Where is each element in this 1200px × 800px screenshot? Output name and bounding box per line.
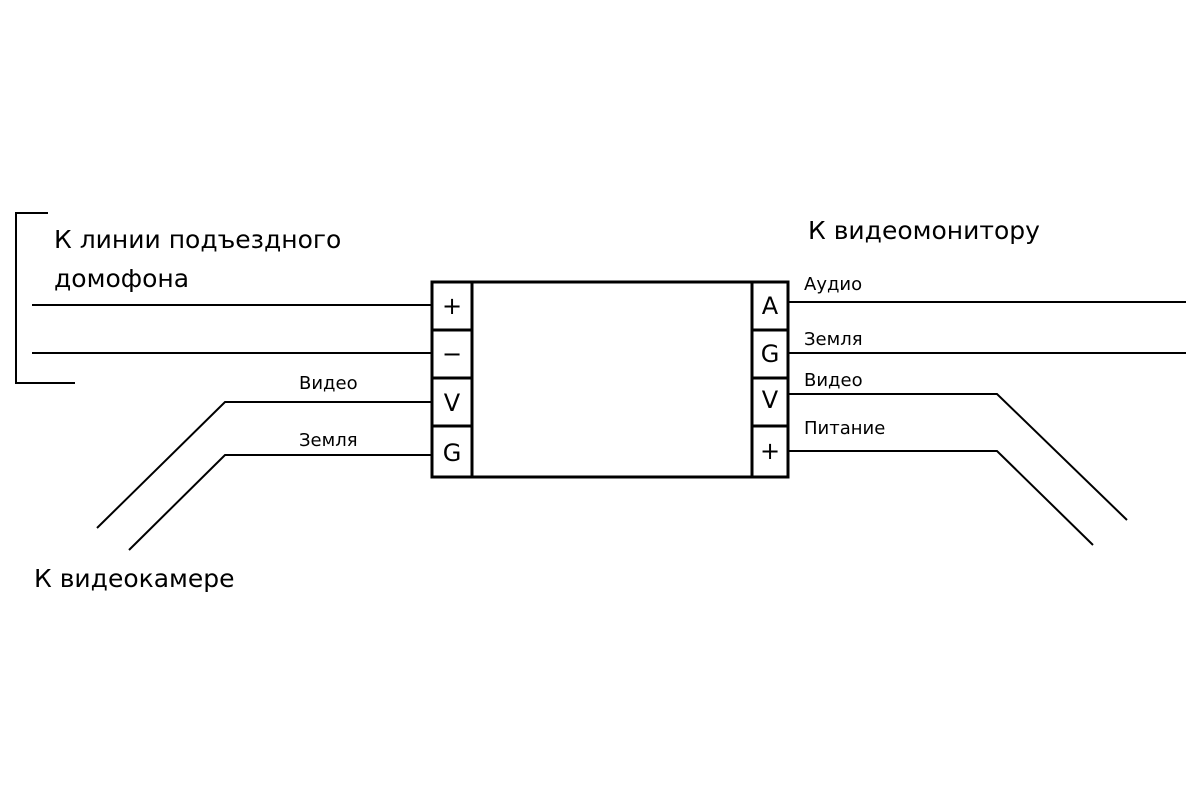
label-monitor-power: Питание [804, 418, 885, 439]
wire-monitor-power [788, 450, 1094, 546]
heading-intercom-line-2: домофона [54, 264, 189, 293]
left-terminal-cell-4 [430, 424, 474, 479]
left-terminal-plus: + [442, 292, 462, 320]
label-monitor-ground: Земля [804, 329, 863, 350]
right-terminal-cell-4 [750, 424, 790, 479]
label-monitor-audio: Аудио [804, 274, 862, 295]
left-terminal-ground: G [443, 439, 462, 467]
heading-intercom-line-1: К линии подъездного [54, 225, 341, 254]
label-camera-ground: Земля [299, 430, 358, 451]
right-terminal-ground: G [761, 340, 780, 368]
module-body [430, 280, 790, 479]
left-terminal-minus: − [442, 340, 462, 368]
heading-monitor: К видеомонитору [808, 216, 1040, 245]
left-terminal-video: V [444, 389, 461, 417]
right-terminal-video: V [762, 386, 779, 414]
label-camera-video: Видео [299, 373, 358, 394]
wire-camera-ground [128, 454, 432, 551]
wire-camera-video [96, 401, 432, 529]
label-monitor-video: Видео [804, 370, 863, 391]
left-terminal-cell-3 [430, 376, 474, 428]
right-terminal-audio: A [762, 292, 779, 320]
right-terminal-cell-2 [750, 328, 790, 380]
wire-monitor-video [788, 393, 1128, 521]
right-terminal-power: + [760, 437, 780, 465]
heading-camera: К видеокамере [34, 564, 235, 593]
left-terminal-cell-1 [430, 280, 474, 332]
intercom-bracket [15, 212, 75, 384]
right-terminal-cell-3 [750, 376, 790, 428]
